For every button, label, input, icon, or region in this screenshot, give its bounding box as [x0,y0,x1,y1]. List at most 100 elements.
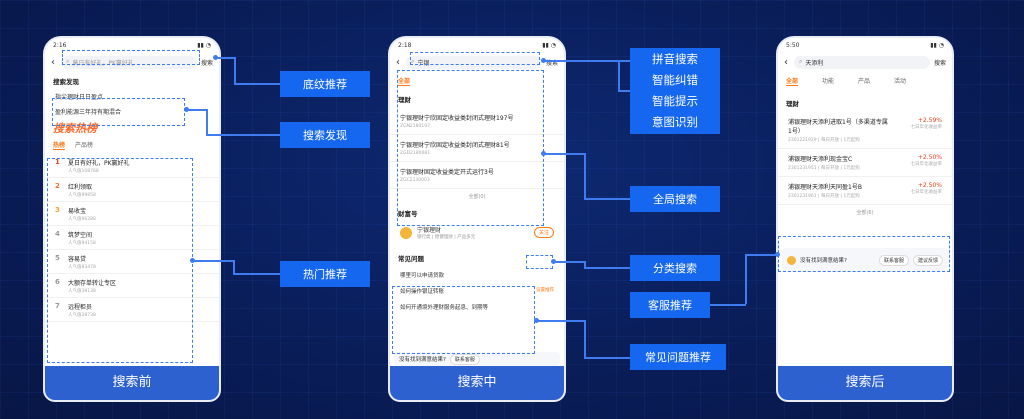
faq-item[interactable]: 如何操作银证转账 设置推荐 [390,283,564,299]
search-input[interactable]: ⌕宁银 [406,55,542,69]
highlight-service [778,236,950,272]
hot-tabs: 热榜 产品榜 [45,136,219,154]
tab-products[interactable]: 产品 [858,78,871,85]
tab-all[interactable]: 全部 [398,78,411,86]
tab-hot[interactable]: 热榜 [53,142,66,150]
tag-intent: 意图识别 [652,115,698,129]
connector-line [710,304,746,306]
connector-dot [775,252,780,257]
connector-dot [551,259,556,264]
back-icon[interactable]: ‹ [784,56,788,68]
discover-item[interactable]: 盈利能源三年持有期混合 [55,109,122,116]
search-bar: ‹ ⌕莫日有好礼，PK赢好礼 搜索 [51,54,213,70]
tab-all[interactable]: 全部 [786,78,799,86]
rank-popularity: 人气值83478 [68,265,96,270]
service-bar: 没有找到满意结果? 联系客服 建议反馈 [782,248,948,272]
product-code: ZGN2180197 [400,124,430,129]
search-button[interactable]: 搜索 [200,59,213,67]
result-tabs: 全部 [390,72,564,90]
connector-line [584,267,630,269]
product-item[interactable]: 浦银理财天添利进取1号（多渠道专属1号）2301221929 | 每日开放 | … [778,112,952,149]
contact-service-button[interactable]: 联系客服 [878,254,909,266]
search-button[interactable]: 搜索 [933,59,946,67]
rank-number: 4 [55,230,60,238]
rate-label: 七日年化收益率 [910,162,943,167]
wealth-name: 宁银理财 [417,227,442,234]
more-link[interactable]: 全部(0) [468,194,486,200]
connector-line [618,90,630,92]
tag-search-discover: 搜索发现 [280,122,370,148]
product-rate: +2.59% [917,117,942,124]
rate-label: 七日年化收益率 [910,190,943,195]
contact-service-button[interactable]: 联系客服 [449,353,480,365]
highlight-shading [62,50,200,65]
search-query: 天添利 [805,59,824,67]
back-icon[interactable]: ‹ [51,56,55,68]
faq-text: 如何操作银证转账 [400,289,445,295]
more-link[interactable]: 全部(6) [856,210,874,216]
highlight-hot [47,158,193,363]
caption-after: 搜索后 [778,366,952,400]
connector-line [618,60,620,90]
product-code: 2301231951 | 每日开放 | 1元起购 [788,166,860,171]
discover-item[interactable]: 指尖理财日日盈点 [55,94,104,101]
wealth-account-item[interactable]: 宁银理财银行类 | 稳健理财 | 产品多元 关注 [390,222,564,243]
search-input[interactable]: ⌕天添利 [794,55,930,69]
search-icon: ⌕ [799,58,803,65]
back-icon[interactable]: ‹ [396,56,400,68]
tag-shading-recommend: 底纹推荐 [280,71,370,97]
rank-number: 2 [55,182,60,190]
connector-line [206,134,280,136]
connector-dot [213,55,218,60]
highlight-category [526,255,553,269]
highlight-search-input [410,52,540,65]
rank-popularity: 人气值99858 [68,193,96,198]
connector-dot [541,151,546,156]
product-rate: +2.50% [917,154,942,161]
tab-activities[interactable]: 活动 [894,78,907,85]
tag-service-recommend: 客服推荐 [630,292,710,318]
search-input[interactable]: ⌕莫日有好礼，PK赢好礼 [61,55,197,69]
connector-line [745,254,777,256]
follow-button[interactable]: 关注 [533,227,554,238]
section-wealth-account: 财富号 [398,210,418,218]
caption-during: 搜索中 [390,366,564,400]
search-icon: ⌕ [66,58,70,65]
tab-products[interactable]: 产品榜 [75,142,94,149]
search-button[interactable]: 搜索 [545,59,558,67]
phone-during-search: 2:18▮▮ ◔ ‹ ⌕宁银 搜索 全部 理财 宁银理财宁欣固定收益类封闭式理财… [388,36,566,402]
rank-number: 7 [55,302,60,310]
connector-line [186,109,206,111]
status-time: 2:16 [53,42,67,49]
tag-pinyin: 拼音搜索 [652,52,698,66]
signal-icon: ▮▮ ◔ [197,42,211,49]
wealth-desc: 银行类 | 稳健理财 | 产品多元 [417,235,476,240]
tag-global-search: 全局搜索 [630,186,720,212]
service-avatar-icon [787,255,796,265]
faq-badge: 设置推荐 [536,288,554,293]
faq-item[interactable]: 哪里可以申请贷款 [400,273,445,279]
service-bar: 没有找到满意结果?联系客服 [394,352,560,366]
rank-title: 大额存单转让专区 [68,280,117,287]
feedback-button[interactable]: 建议反馈 [912,254,943,266]
tab-functions[interactable]: 功能 [822,78,835,85]
connector-line [206,109,208,134]
rank-title: 筑梦空间 [68,232,93,239]
connector-line [745,254,747,304]
product-code: 2301221929 | 每日开放 | 1元起购 [788,138,860,143]
wealth-logo [400,226,412,239]
faq-item[interactable]: 如何开通境外理财服务起息、到期等 [400,305,489,311]
signal-icon: ▮▮ ◔ [542,42,556,49]
